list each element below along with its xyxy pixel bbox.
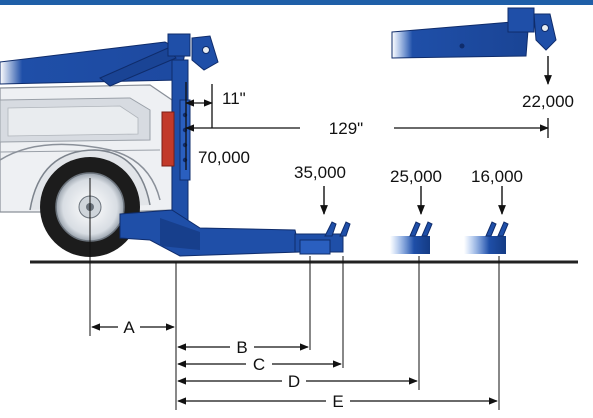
rating-arrows — [320, 56, 552, 215]
underlift-arm — [119, 209, 351, 257]
dimension-lines — [91, 323, 498, 405]
reference-lines — [89, 178, 500, 410]
dimension-label-c: C — [253, 355, 265, 374]
main-boom — [0, 33, 219, 87]
top-accent-bar — [0, 0, 593, 5]
rating-retracted: 70,000 — [198, 148, 250, 167]
rating-position-b: 35,000 — [294, 163, 346, 182]
dimension-label-a: A — [123, 318, 135, 337]
offset-reach: 129" — [329, 119, 363, 138]
rating-boom-tip: 22,000 — [522, 92, 574, 111]
dimension-label-b: B — [236, 338, 247, 357]
dimension-label-e: E — [332, 392, 343, 411]
extended-pad-16000 — [464, 221, 509, 254]
extended-boom — [391, 7, 557, 59]
boom-offset-dimensions — [185, 82, 549, 170]
dimension-label-d: D — [288, 372, 300, 391]
offset-short: 11" — [222, 89, 246, 108]
rating-position-d: 25,000 — [390, 167, 442, 186]
extended-pad-25000 — [390, 221, 433, 254]
rating-position-e: 16,000 — [471, 167, 523, 186]
